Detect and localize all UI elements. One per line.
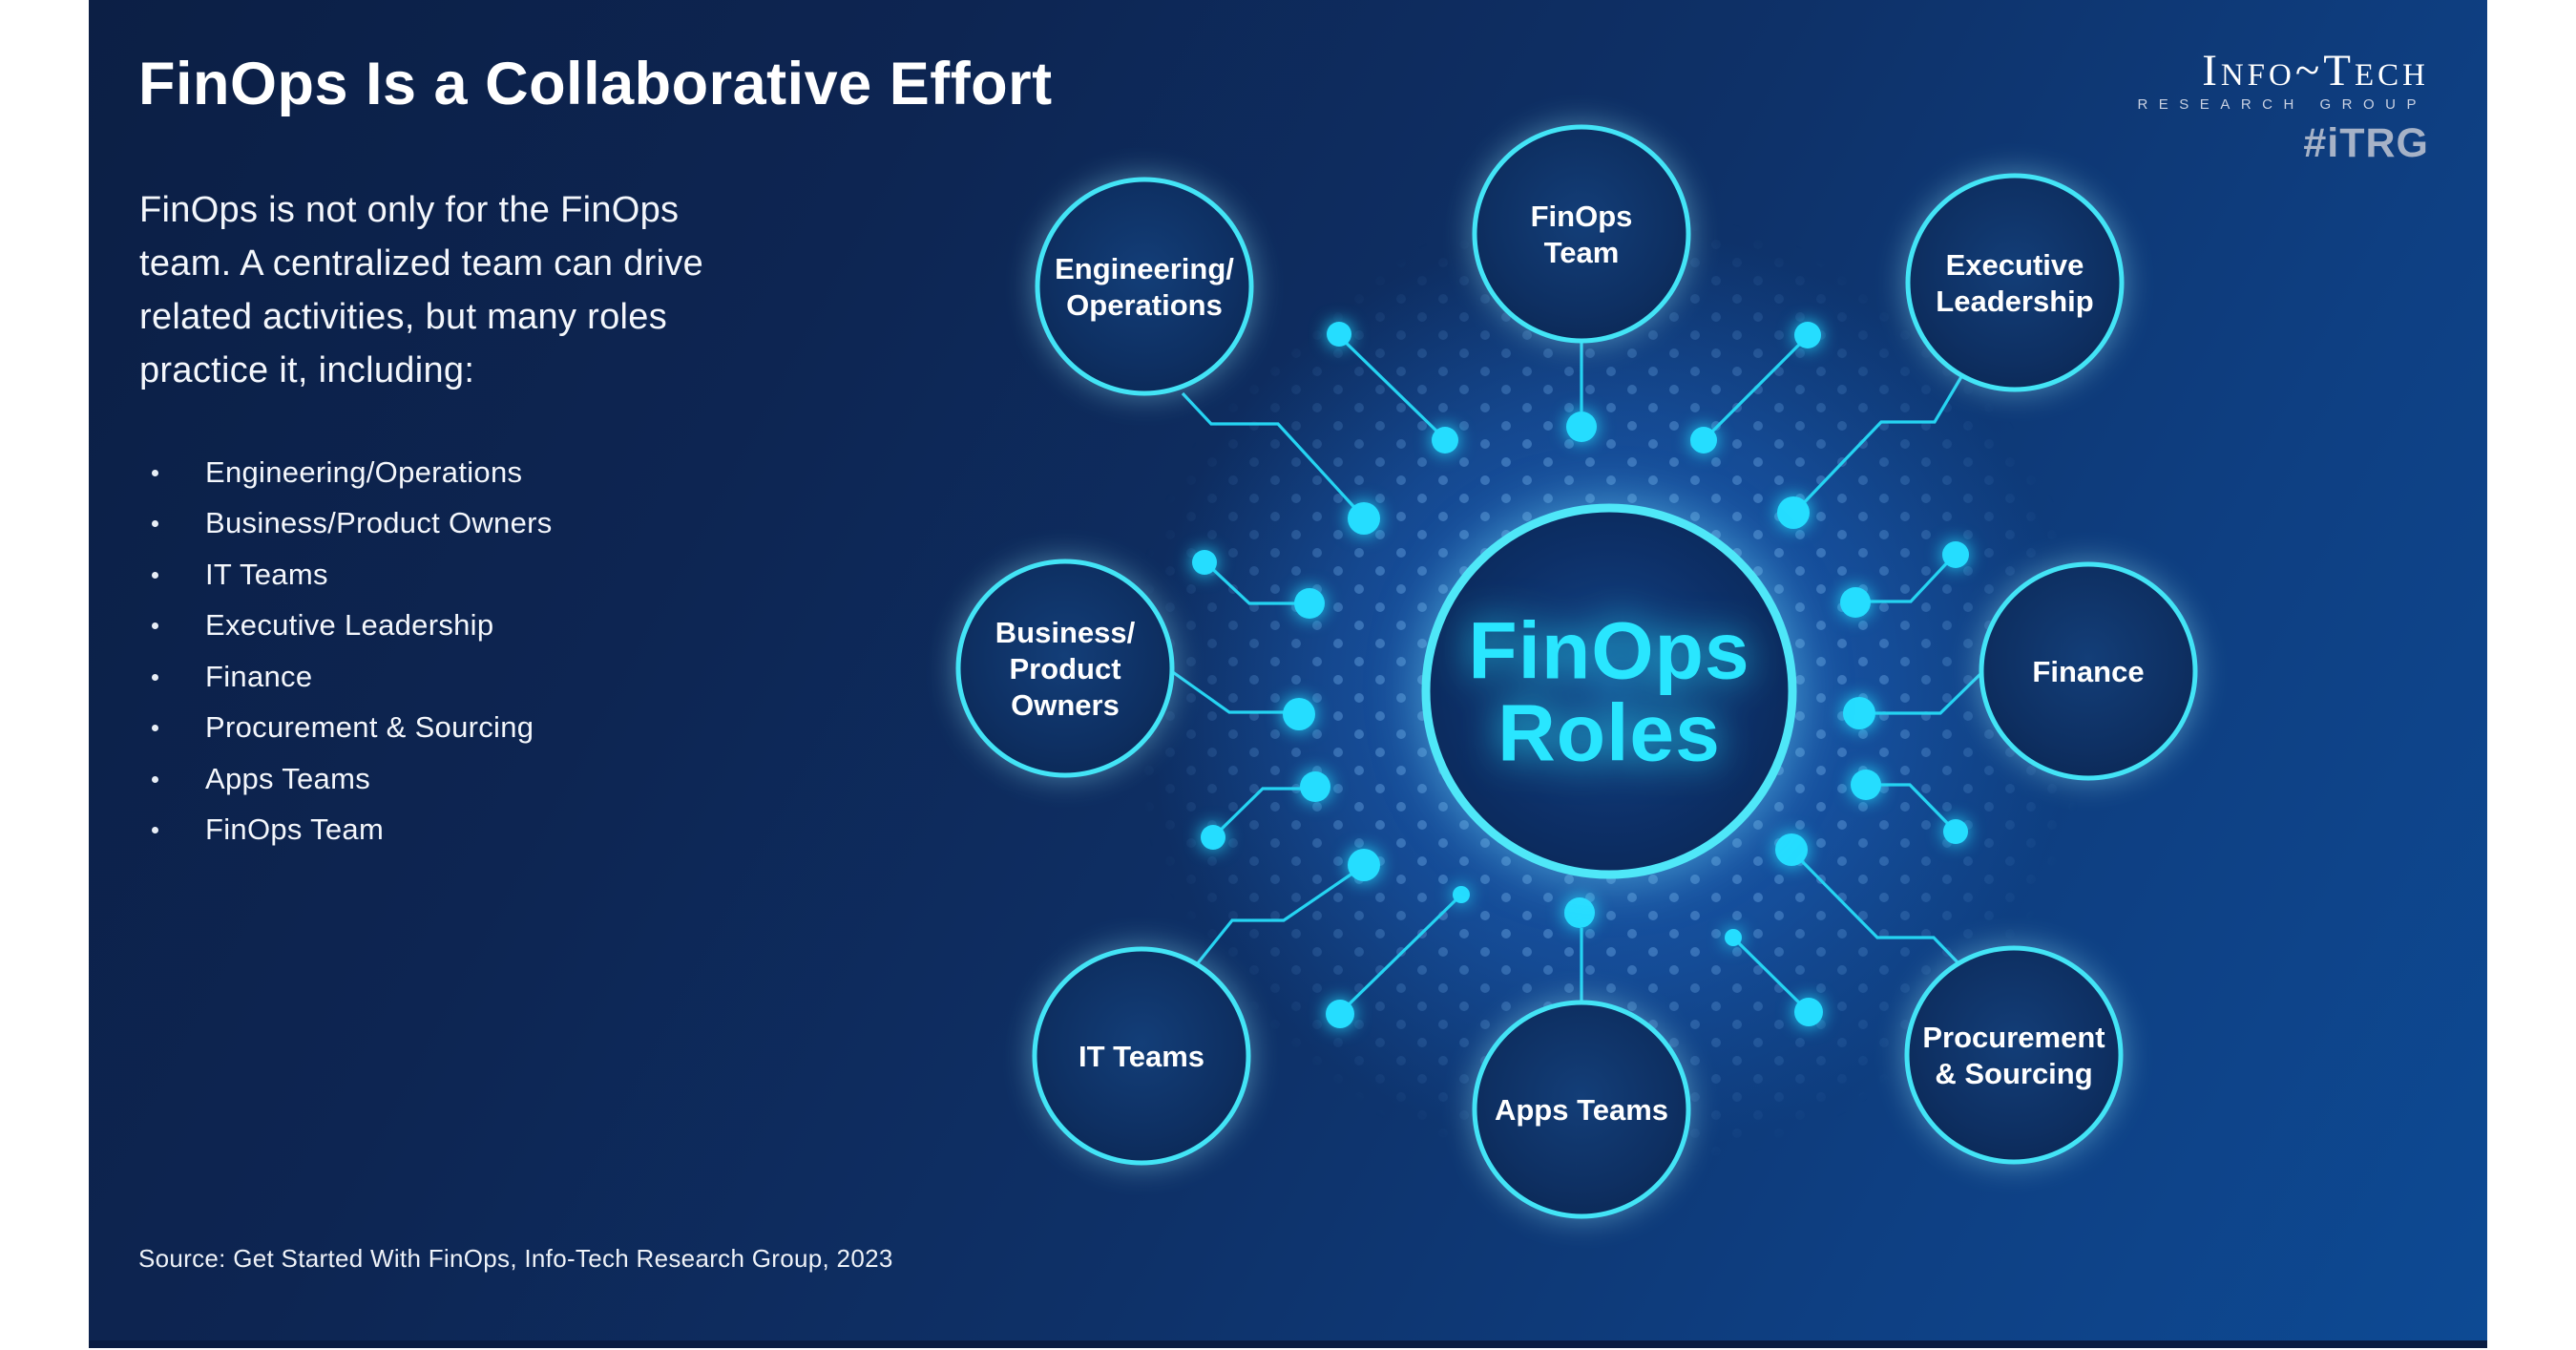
connector-engineering-operations: [1181, 391, 1363, 517]
connector-node-dot: [1348, 849, 1380, 881]
bullet-dot: [152, 827, 158, 834]
circle-label: Procurement& Sourcing: [1922, 1021, 2105, 1090]
infotech-logo-wordmark: Info~Tech: [2202, 46, 2429, 95]
roles-bullet-list: Engineering/Operations Business/Product …: [146, 447, 553, 855]
connector-node-dot: [1201, 825, 1225, 850]
connector-node-dot: [1327, 322, 1351, 347]
bullet-dot: [152, 622, 158, 630]
circle-finance: Finance: [1979, 561, 2198, 781]
bullet-dot: [152, 469, 158, 476]
connector-ray-nw: [1337, 334, 1446, 440]
connector-node-dot: [1690, 427, 1717, 454]
connector-node-dot: [1348, 502, 1380, 535]
list-item: Business/Product Owners: [146, 498, 553, 550]
connector-node-dot: [1775, 833, 1808, 866]
bullet-dot: [152, 775, 158, 783]
itrg-hashtag-logo: #iTRG: [2303, 120, 2429, 166]
list-item: Apps Teams: [146, 753, 553, 805]
circle-it-teams: IT Teams: [1032, 946, 1251, 1166]
slide-title: FinOps Is a Collaborative Effort: [138, 51, 1053, 117]
bullet-dot: [152, 673, 158, 681]
connector-node-dot: [1851, 770, 1881, 800]
connector-node-dot: [1300, 771, 1330, 802]
circle-label: Engineering/Operations: [1055, 252, 1234, 322]
connector-node-dot: [1192, 550, 1217, 575]
bullet-dot: [152, 571, 158, 579]
connector-node-dot: [1566, 411, 1597, 442]
bullet-label: Executive Leadership: [205, 608, 494, 643]
connector-ray-ne: [1704, 335, 1809, 440]
connector-node-dot: [1942, 541, 1969, 568]
connector-ray-se: [1735, 939, 1809, 1012]
bullet-dot: [152, 520, 158, 528]
circle-label: Apps Teams: [1495, 1093, 1668, 1127]
source-citation: Source: Get Started With FinOps, Info-Te…: [138, 1244, 893, 1273]
connector-procurement-sourcing: [1795, 854, 1961, 966]
connector-node-dot: [1725, 929, 1742, 946]
bullet-label: IT Teams: [205, 557, 328, 591]
infotech-logo-tagline: RESEARCH GROUP: [2137, 96, 2427, 113]
connector-node-dot: [1564, 897, 1595, 928]
intro-paragraph: FinOps is not only for the FinOps team. …: [139, 183, 703, 397]
connector-finance: [1872, 670, 1984, 715]
bullet-dot: [152, 725, 158, 732]
intro-line: team. A centralized team can drive: [139, 243, 704, 284]
connector-business-product-owners: [1169, 668, 1285, 714]
circle-engineering-operations: Engineering/Operations: [1035, 177, 1254, 396]
connector-ray-e-upper: [1857, 554, 1956, 603]
bullet-label: Procurement & Sourcing: [205, 710, 534, 745]
connector-node-dot: [1777, 496, 1810, 529]
circle-label: Finance: [2032, 655, 2144, 688]
connector-node-dot: [1283, 698, 1315, 730]
connector-node-dot: [1432, 427, 1458, 454]
connector-node-dot: [1453, 886, 1470, 903]
list-item: IT Teams: [146, 549, 553, 601]
bullet-label: Business/Product Owners: [205, 506, 553, 540]
connector-ray-w-upper: [1204, 561, 1307, 605]
connector-it-teams: [1195, 865, 1363, 966]
circle-label: IT Teams: [1079, 1040, 1204, 1073]
intro-line: practice it, including:: [139, 350, 475, 390]
connector-node-dot: [1294, 588, 1325, 619]
connector-node-dot: [1326, 1000, 1354, 1028]
bullet-label: Finance: [205, 659, 313, 693]
circle-procurement-sourcing: Procurement& Sourcing: [1904, 945, 2124, 1165]
intro-line: related activities, but many roles: [139, 297, 667, 337]
list-item: Finance: [146, 651, 553, 703]
connector-node-dot: [1794, 322, 1821, 348]
connector-node-dot: [1840, 587, 1871, 618]
connector-ray-w-lower: [1213, 787, 1312, 837]
connector-node-dot: [1943, 819, 1968, 844]
slide-bottom-bar: [89, 1340, 2487, 1348]
connector-node-dot: [1794, 998, 1823, 1026]
list-item: FinOps Team: [146, 805, 553, 856]
circle-apps-teams: Apps Teams: [1472, 1000, 1691, 1219]
connector-ray-sw: [1339, 896, 1459, 1014]
bullet-label: Engineering/Operations: [205, 454, 523, 489]
bullet-label: FinOps Team: [205, 812, 385, 847]
intro-line: FinOps is not only for the FinOps: [139, 190, 680, 230]
connector-node-dot: [1843, 697, 1875, 729]
list-item: Engineering/Operations: [146, 447, 553, 498]
list-item: Executive Leadership: [146, 601, 553, 652]
connector-executive-leadership: [1794, 374, 1964, 513]
list-item: Procurement & Sourcing: [146, 703, 553, 754]
bullet-label: Apps Teams: [205, 761, 371, 795]
infotech-logo: Info~Tech RESEARCH GROUP #iTRG: [2137, 48, 2429, 167]
